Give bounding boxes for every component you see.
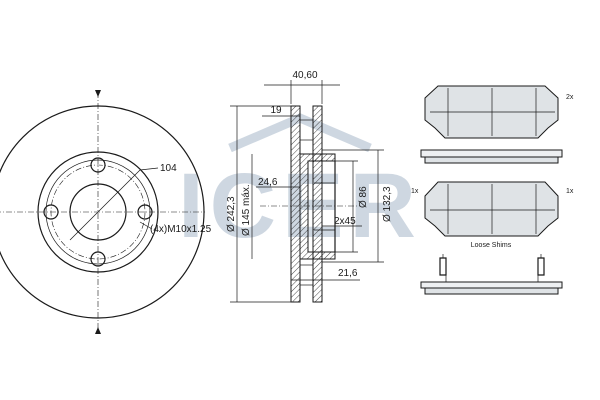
pad-right-qty: 1x <box>566 188 574 195</box>
pad-side-backplate <box>420 149 563 158</box>
pad-side-lining <box>424 156 559 164</box>
chamfer-label: 2x45 <box>334 216 356 227</box>
pad-clip-backplate <box>420 281 563 289</box>
pad-inner-face <box>424 181 559 237</box>
pad-top-texture <box>430 88 555 136</box>
pad-clip-lining <box>424 287 559 295</box>
hub-depth-label: 19 <box>270 105 282 116</box>
pad-inner-texture <box>430 184 555 234</box>
thread-leader <box>139 221 153 230</box>
thickness-max-label: Ø 145 máx. <box>241 184 252 236</box>
disc-section-view: 40,60 19 Ø 242,3 Ø 145 máx. 24,6 Ø 86 2x… <box>226 70 393 303</box>
clip-left <box>439 257 447 276</box>
min-thickness-label: 21,6 <box>338 268 358 279</box>
clip-right <box>537 257 545 276</box>
center-bore-label: Ø 86 <box>358 186 369 208</box>
bolt-circle-diagonal <box>69 169 141 241</box>
friction-face-inner <box>312 105 323 303</box>
bolt-circle-dim-label: Ø 132,3 <box>382 186 393 222</box>
loose-shims-label: Loose Shims <box>471 242 512 249</box>
bolt-circle-label: 104 <box>160 163 177 174</box>
total-width-label: 40,60 <box>292 70 317 81</box>
hub-hat-section <box>299 153 336 260</box>
cooling-vents <box>300 119 313 286</box>
axis-arrow-top <box>95 90 101 97</box>
friction-face-outer <box>290 105 301 303</box>
hat-height-label: 24,6 <box>258 177 278 188</box>
outer-diameter-label: Ø 242,3 <box>226 196 237 232</box>
thread-label: (4x)M10x1.25 <box>150 224 212 235</box>
axis-arrow-bottom <box>95 327 101 334</box>
pad-top-qty: 2x <box>566 94 574 101</box>
bolt-circle-leader <box>139 167 159 171</box>
disc-front-view: 104 (4x)M10x1.25 <box>0 90 212 334</box>
brake-pads: 2x 1x 1x Loose Shims <box>411 85 574 295</box>
pad-clip-side-view <box>420 254 563 295</box>
pad-left-qty: 1x <box>411 188 419 195</box>
